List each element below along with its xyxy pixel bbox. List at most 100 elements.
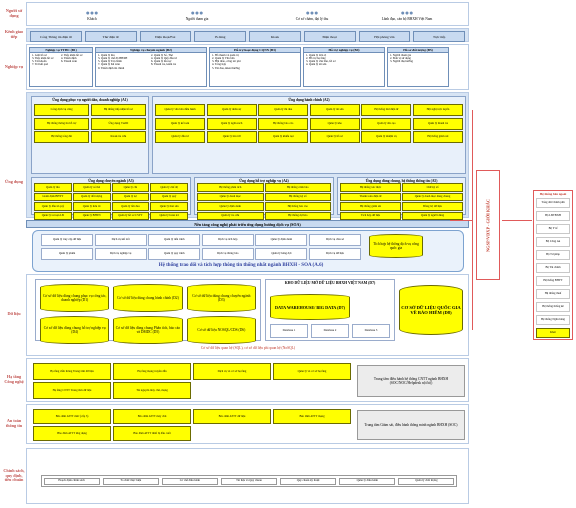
business-item: 5. Thi đua, khen thưởng bbox=[212, 65, 240, 70]
app-item: Quản lý kho bbox=[309, 117, 360, 130]
infra-item: Hạ tầng viễn thông Trung tâm dữ liệu bbox=[33, 363, 111, 380]
app-item: Quản lý thai sản bbox=[150, 202, 188, 211]
app-item: Hệ thống dự báo bbox=[264, 211, 331, 220]
row-label-business: Nghiệp vụ bbox=[4, 63, 24, 69]
app-item: Quản lý nhiệm vụ bbox=[361, 131, 412, 143]
app-item: Hệ thống ký số bbox=[264, 192, 331, 201]
app-item: Quản lý thanh tra bbox=[412, 117, 463, 130]
external-item: Bộ Tư pháp bbox=[536, 250, 570, 260]
app-item: Quản lý đối tượng bbox=[72, 192, 111, 201]
database-cylinder: Cơ sở dữ liệu NOSQL/CDS (D6) bbox=[186, 316, 256, 344]
external-item: Bộ Tài chính bbox=[536, 263, 570, 273]
security-item: Bảo đảm ATTT mức (cấp 3) bbox=[33, 409, 111, 424]
database-cylinder: Cơ sở dữ liệu dùng chung hỗ trợ nghiệp v… bbox=[40, 316, 110, 344]
row-label-apps: Ứng dụng bbox=[5, 178, 23, 184]
business-item: 6. Quản lý thu nợ bbox=[151, 59, 172, 64]
business-item: 3. Quản lý văn bản, hồ sơ bbox=[306, 59, 336, 64]
database-cylinder: Cơ sở dữ liệu dùng chung chuyên ngành (D… bbox=[186, 284, 256, 312]
people-icon: ●●● bbox=[400, 8, 414, 17]
app-item: Hệ thống tiếp nhận hồ sơ bbox=[90, 104, 146, 116]
data-footer: Cơ sở dữ liệu quan hệ (SQL), cơ sở dữ li… bbox=[200, 346, 296, 350]
people-icon: ●●● bbox=[190, 8, 204, 17]
app-item: Hệ thống cảnh báo bbox=[264, 183, 331, 192]
business-group: Nghiệp vụ chuyên ngành (B2)1. Quản lý th… bbox=[95, 47, 207, 87]
business-group: Hỗ trợ hoạt động CQNN (B3)1. Hồ thanh và… bbox=[209, 47, 301, 87]
infra-item: Hạ tầng CNTT Trung tâm dữ liệu bbox=[33, 382, 111, 399]
business-title: Nghiệp vụ TTHC (B1) bbox=[30, 48, 92, 53]
business-item: 1. Hồ thanh và quản trị bbox=[212, 52, 239, 57]
app-group-a1: Ứng dụng phục vụ người dân, doanh nghiệp… bbox=[31, 96, 149, 174]
esb-item: Quản lý tiến trình bbox=[148, 234, 201, 246]
esb-item: Dịch vụ thông báo bbox=[201, 247, 254, 260]
business-item: 3. Hội thảo, công tác phí bbox=[212, 59, 241, 64]
warehouse-title: KHO DỮ LIỆU MỞ DỮ LIỆU BHXH VIỆT NAM (D7… bbox=[284, 281, 376, 285]
channel-item: Thư điện tử bbox=[84, 31, 137, 42]
security-item: Bảo đảm ATTT máy chủ bbox=[113, 409, 191, 424]
app-item: Quản lý nợ bbox=[111, 192, 150, 201]
external-item: Hệ thống BHYT bbox=[536, 276, 570, 286]
external-item: Bộ Công An bbox=[536, 237, 570, 247]
external-item: Hệ thống thống kê bbox=[536, 302, 570, 312]
security-item: Bảo đảm ATTT dữ liệu bbox=[193, 409, 271, 424]
external-link bbox=[502, 220, 532, 221]
database-cylinder: Cơ sở dữ liệu dùng chung Phân tích, báo … bbox=[113, 316, 183, 344]
esb-item: Quản lý hàng đợi bbox=[255, 247, 308, 260]
security-band: Bảo đảm ATTT mức (cấp 3)Bảo đảm ATTT máy… bbox=[26, 404, 469, 444]
data-band: Cơ sở dữ liệu dùng chung phục vụ công tá… bbox=[26, 274, 469, 356]
data-warehouse: DATA WAREHOUSE/ BIG DATA (D7) bbox=[270, 294, 350, 320]
esb-item: Dịch vụ tích hợp bbox=[201, 234, 254, 246]
policy-item: Hoạch định chính sách bbox=[43, 477, 100, 485]
database-label: Database 2 bbox=[311, 324, 349, 338]
database-cylinder: Cơ sở dữ liệu dùng chung hành chính (D2) bbox=[113, 284, 183, 312]
business-item: 2. Quản lý Văn bản bbox=[212, 55, 235, 60]
business-item: 2. Hỗ trợ hạ tầng bbox=[306, 55, 326, 60]
esb-item: Dịch vụ chia sẻ bbox=[308, 234, 361, 246]
user-label: Lãnh đạo, cán bộ BHXH Việt Nam bbox=[381, 16, 433, 21]
app-item: Quản lý tai nạn LĐ bbox=[34, 211, 72, 220]
group-title: Ứng dụng chuyên ngành (A3) bbox=[88, 178, 134, 183]
user-leaders: ●●● Lãnh đạo, cán bộ BHXH Việt Nam bbox=[367, 4, 447, 26]
app-item: Hệ thống báo cáo bbox=[258, 117, 309, 130]
app-item: Kiosk tra cứu bbox=[90, 131, 146, 143]
app-item: Quản lý văn bản điều hành bbox=[155, 104, 206, 116]
database-label: Database 3 bbox=[352, 324, 390, 338]
channel-item: Điện thoại bbox=[303, 31, 356, 42]
app-item: Quản lý hưu trí bbox=[72, 202, 111, 211]
app-item: Hệ thống thông tin hỗ trợ bbox=[34, 117, 90, 130]
business-item: 1. Quản lý đơn vị bbox=[306, 52, 327, 57]
security-item: Bảo đảm ATTT thiết bị đầu cuối bbox=[113, 426, 191, 441]
group-title: Ứng dụng hỗ trợ nghiệp vụ (A4) bbox=[239, 178, 289, 183]
row-label-data: Dữ liệu bbox=[7, 310, 21, 316]
business-item: 6. Thanh toán bbox=[61, 59, 77, 64]
esb-title: Hệ thống trao đổi và tích hợp thông tin … bbox=[158, 262, 324, 268]
esb-item: Quản lý quy trình bbox=[148, 247, 201, 260]
business-item: 8. Thanh tra, kiểm tra bbox=[151, 62, 176, 67]
app-item: Thanh toán điện tử bbox=[340, 192, 401, 201]
app-item: Quản lý định danh bbox=[197, 202, 264, 211]
app-item: Hệ thống tổng đài bbox=[34, 131, 90, 143]
business-item: 4. Thẩm định bbox=[61, 55, 77, 60]
app-item: Quản lý ngân sách bbox=[206, 117, 257, 130]
business-item: 9. Thẩm định tài chính bbox=[98, 65, 125, 70]
user-guest: ●●● Khách bbox=[67, 5, 117, 25]
business-item: 5. Tài khoản bbox=[32, 59, 47, 64]
user-label: Cơ sở chăm, đại lý thu bbox=[295, 16, 329, 21]
business-title: Hồ sơ đối tượng (B5) bbox=[388, 48, 448, 53]
esb-item: Quản lý định danh bbox=[255, 234, 308, 246]
channel-item: IS dùng bbox=[194, 31, 246, 42]
row-label-users: Người sử dụng bbox=[5, 8, 23, 18]
user-label: Người tham gia bbox=[185, 16, 209, 21]
app-item: Hội nghị trực tuyến bbox=[412, 104, 463, 116]
app-item: Quản lý tài sản bbox=[309, 104, 360, 116]
app-item: Hệ thống xác thực bbox=[340, 183, 401, 192]
business-item: 1. Quản lý thu bbox=[98, 52, 115, 57]
app-item: Quản lý hồ sơ bbox=[309, 131, 360, 143]
business-item: 5. Quản lý Tài chính bbox=[98, 59, 122, 64]
